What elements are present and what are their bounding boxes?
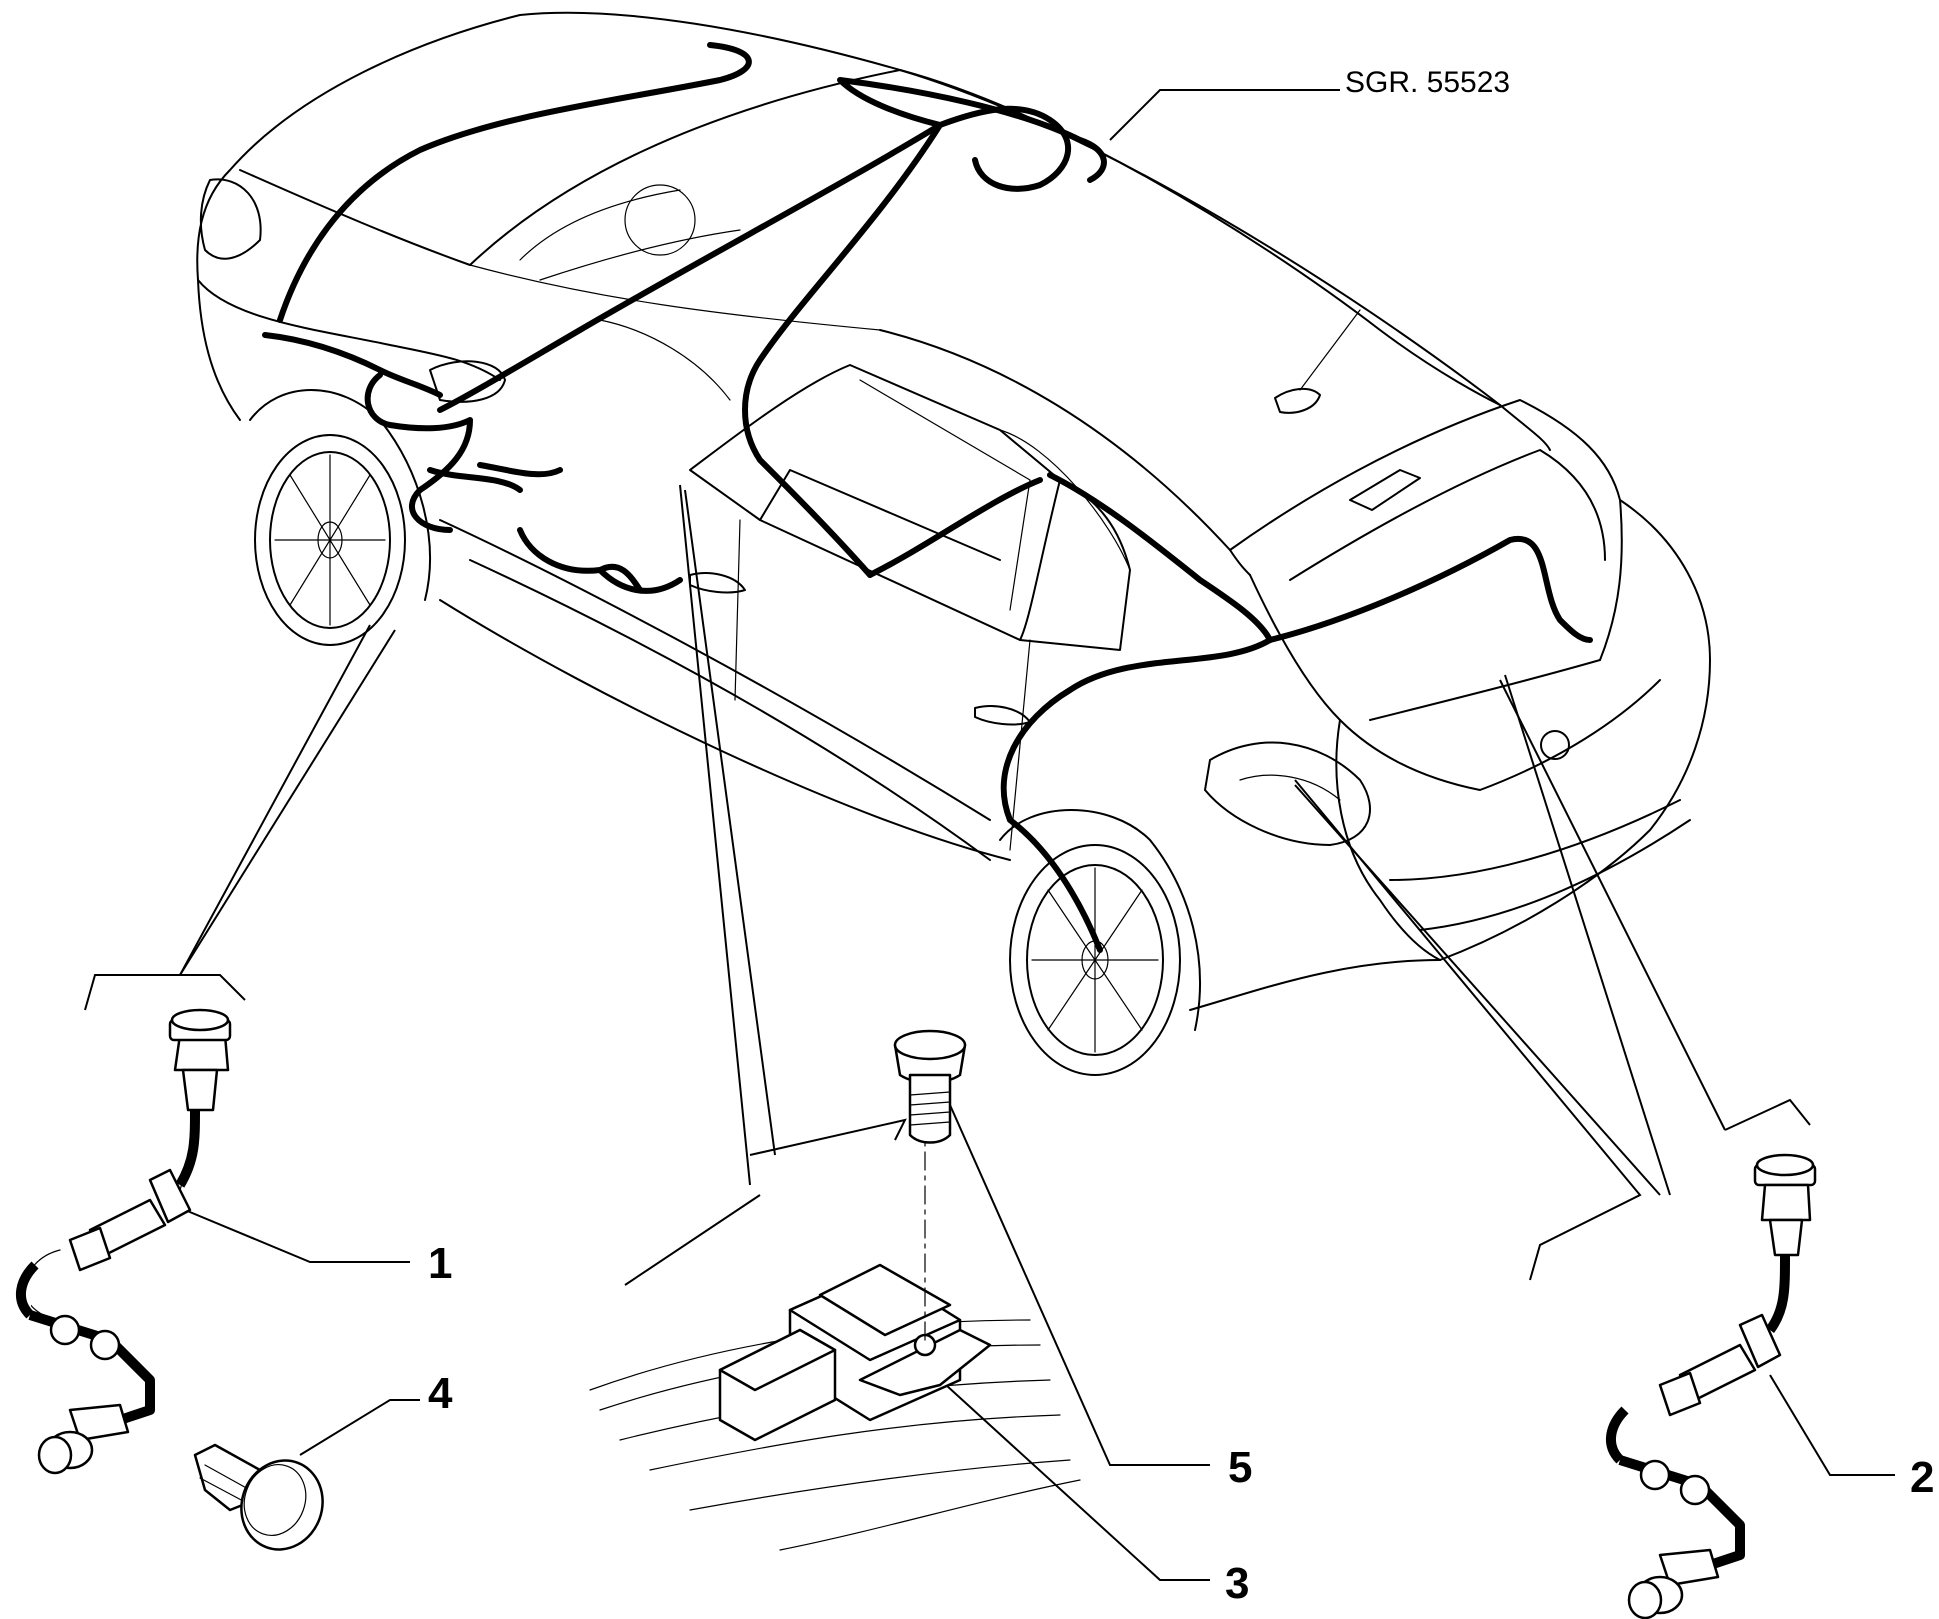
part-3-sensor-module xyxy=(589,1139,1081,1551)
wiring-harness xyxy=(262,42,1593,953)
callout-5: 5 xyxy=(1228,1443,1252,1492)
leader-lines xyxy=(84,89,1895,1581)
callout-4: 4 xyxy=(428,1369,453,1418)
callout-3: 3 xyxy=(1225,1559,1249,1608)
part-1-wheel-speed-sensor xyxy=(16,1008,232,1475)
car-body xyxy=(196,11,1711,1076)
callout-2: 2 xyxy=(1910,1453,1934,1502)
callout-1: 1 xyxy=(428,1239,452,1288)
part-4-push-clip xyxy=(193,1443,324,1551)
part-5-bolt xyxy=(893,1029,967,1144)
reference-code: SGR. 55523 xyxy=(1345,66,1510,99)
part-2-wheel-speed-sensor xyxy=(1606,1153,1817,1619)
